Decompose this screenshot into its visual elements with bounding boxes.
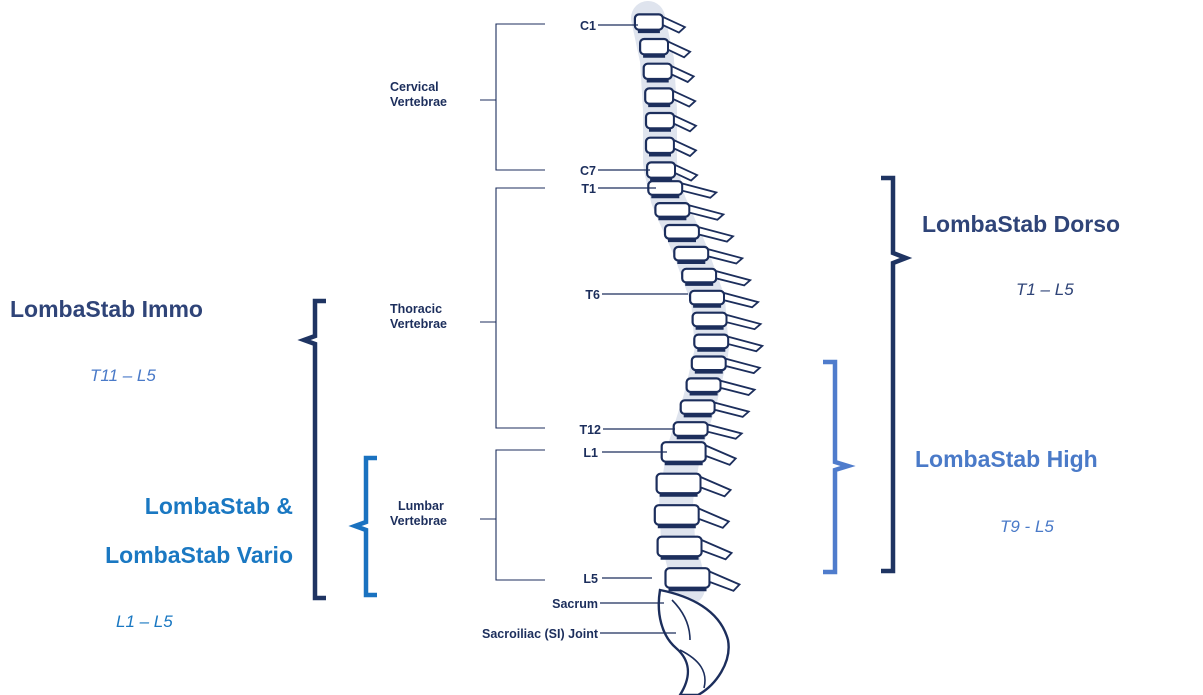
vertebra-t-18-process <box>715 403 749 417</box>
label-sacrum: Sacrum <box>552 597 598 611</box>
vertebra-t-9-process <box>689 205 723 219</box>
product-dorso-range: T1 – L5 <box>1016 280 1074 299</box>
region-lumbar-line1: Lumbar <box>398 499 444 513</box>
vertebra-t-10-body <box>665 225 699 239</box>
product-dorso-name: LombaStab Dorso <box>922 211 1120 237</box>
product-lombastab-range: L1 – L5 <box>116 612 173 631</box>
vertebra-c-2-body <box>640 39 668 54</box>
vertebra-l-21-body <box>657 474 701 494</box>
label-t12: T12 <box>579 423 601 437</box>
lombastab-bracket <box>355 458 377 595</box>
vertebra-l-22-body <box>655 505 699 525</box>
region-lumbar-line2: Vertebrae <box>390 514 447 528</box>
vertebra-t-9-body <box>655 203 689 217</box>
region-cervical-line2: Vertebrae <box>390 95 447 109</box>
vertebra-c-4-body <box>645 88 673 103</box>
vertebra-l-20-body <box>662 442 706 462</box>
vertebra-t-8-process <box>682 184 716 198</box>
vertebra-t-19-process <box>708 425 742 439</box>
high-bracket <box>823 362 848 572</box>
region-thoracic-line1: Thoracic <box>390 302 442 316</box>
vertebra-t-13-process <box>724 293 758 307</box>
label-l1: L1 <box>583 446 598 460</box>
label-c1: C1 <box>580 19 596 33</box>
product-high-name: LombaStab High <box>915 446 1098 472</box>
label-l5: L5 <box>583 572 598 586</box>
label-t6: T6 <box>585 288 600 302</box>
vertebra-l-22-process <box>699 509 729 528</box>
spine-illustration <box>635 14 762 695</box>
product-immo-name: LombaStab Immo <box>10 296 203 322</box>
vertebra-t-14-process <box>727 315 761 329</box>
vertebra-t-12-process <box>716 271 750 285</box>
vertebra-l-20-process <box>706 446 736 465</box>
vertebra-l-23-body <box>658 537 702 557</box>
region-thoracic-line2: Vertebrae <box>390 317 447 331</box>
vertebra-t-17-body <box>687 378 721 392</box>
vertebra-c-5-process <box>674 116 696 132</box>
vertebra-c-1-body <box>635 14 663 29</box>
vertebra-l-23-process <box>702 540 732 559</box>
vertebra-c-3-body <box>644 64 672 79</box>
vertebra-l-21-process <box>701 477 731 496</box>
product-high-range: T9 - L5 <box>1000 517 1054 536</box>
vertebra-t-15-process <box>728 337 762 351</box>
vertebra-c-7-body <box>647 162 675 177</box>
product-immo-range: T11 – L5 <box>90 366 156 385</box>
vertebra-t-11-body <box>674 247 708 261</box>
cervical-bracket <box>480 24 545 170</box>
vertebra-t-16-body <box>692 357 726 371</box>
vertebra-l-24-process <box>710 572 740 591</box>
label-t1: T1 <box>581 182 596 196</box>
vertebra-c-5-body <box>646 113 674 128</box>
vertebra-t-17-process <box>721 381 755 395</box>
product-lombastab-name-line2: LombaStab Vario <box>105 542 293 568</box>
vertebra-l-24-body <box>666 568 710 588</box>
sacrum-shape <box>659 590 729 695</box>
region-cervical-line1: Cervical <box>390 80 439 94</box>
dorso-bracket <box>881 178 906 571</box>
vertebra-t-12-body <box>682 269 716 283</box>
immo-bracket <box>304 301 326 598</box>
label-si-joint: Sacroiliac (SI) Joint <box>482 627 599 641</box>
vertebra-t-19-body <box>674 422 708 436</box>
vertebra-c-6-process <box>674 140 696 156</box>
vertebra-t-16-process <box>726 359 760 373</box>
vertebra-t-15-body <box>694 335 728 349</box>
vertebra-t-10-process <box>699 227 733 241</box>
vertebra-t-13-body <box>690 291 724 305</box>
thoracic-bracket <box>480 188 545 428</box>
vertebra-t-14-body <box>693 313 727 327</box>
vertebra-t-18-body <box>681 400 715 414</box>
vertebra-t-11-process <box>708 249 742 263</box>
product-lombastab-name-line1: LombaStab & <box>145 493 293 519</box>
label-c7: C7 <box>580 164 596 178</box>
lumbar-bracket <box>480 450 545 580</box>
vertebra-c-6-body <box>646 138 674 153</box>
